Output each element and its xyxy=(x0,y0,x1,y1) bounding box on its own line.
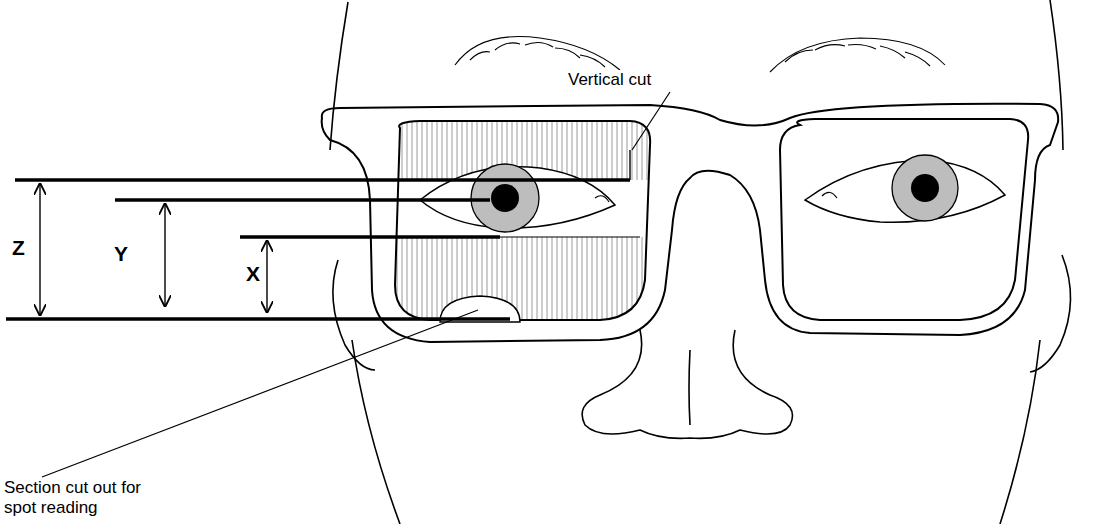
dimension-label: Z xyxy=(10,236,27,260)
eyebrows xyxy=(455,37,945,72)
callout-label: Section cut out for spot reading xyxy=(2,478,146,517)
vertical-cut xyxy=(629,150,630,180)
dimension-label: X xyxy=(244,262,262,286)
eyes xyxy=(420,155,1005,232)
dimension-label: Y xyxy=(112,242,130,266)
callout-label: Vertical cut xyxy=(566,70,653,90)
lens-hatching xyxy=(390,118,660,328)
dimension-arrows xyxy=(40,184,267,315)
face-outline xyxy=(330,0,1071,524)
leader-lines xyxy=(42,92,670,477)
dimension-lines xyxy=(6,180,630,319)
glasses-frame xyxy=(322,104,1059,342)
